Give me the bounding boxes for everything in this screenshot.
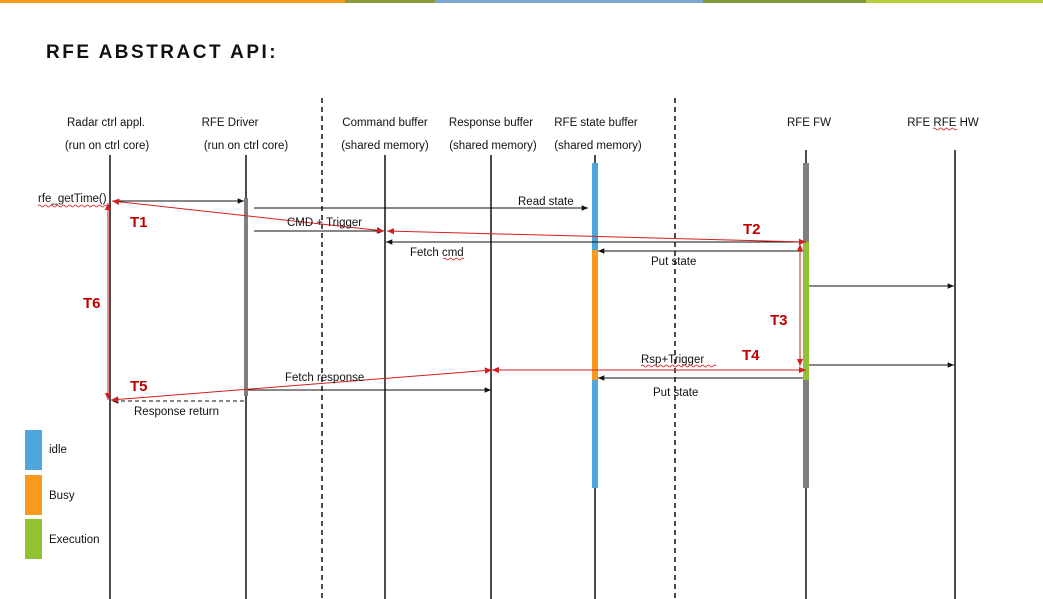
activation-bar-fw-execution	[803, 242, 809, 380]
timing-arrow-t1	[111, 198, 385, 234]
lane-header-rfe-hw: RFE RFE HW	[907, 117, 979, 129]
lane-subheader-response-buffer: (shared memory)	[449, 140, 537, 152]
timing-label-t5: T5	[130, 378, 148, 395]
label-response-return: Response return	[134, 406, 219, 418]
lane-subheader-command-buffer: (shared memory)	[341, 140, 429, 152]
lane-subheader-radar-ctrl: (run on ctrl core)	[65, 140, 150, 152]
lane-header-rfe-fw: RFE FW	[787, 117, 831, 129]
activation-bar-state-idle-2	[592, 380, 598, 488]
timing-label-t1: T1	[130, 214, 148, 231]
activation-bar-state-idle-1	[592, 163, 598, 250]
spellcheck-squiggles	[37, 127, 958, 368]
message-arrows	[112, 198, 954, 404]
header-stripe-segment	[435, 0, 703, 3]
legend-swatch-busy	[25, 475, 42, 515]
label-call: rfe_getTime()	[38, 193, 107, 205]
squiggle-fetch-cmd	[442, 257, 465, 261]
timing-labels: T1 T2 T3 T4 T5 T6	[83, 214, 788, 395]
legend-swatch-execution	[25, 519, 42, 559]
lane-subheader-rfe-driver: (run on ctrl core)	[204, 140, 289, 152]
header-stripe-segment	[866, 0, 1043, 3]
activation-bar-rfe-driver	[244, 198, 248, 396]
timing-label-t2: T2	[743, 221, 761, 238]
lane-headers: Radar ctrl appl. (run on ctrl core) RFE …	[65, 117, 979, 152]
activation-bars	[244, 163, 809, 488]
squiggle-rfe-hw	[932, 127, 958, 131]
lane-header-command-buffer: Command buffer	[342, 117, 428, 129]
label-rsp-trigger: Rsp+Trigger	[641, 354, 704, 366]
squiggle-call	[37, 204, 108, 208]
timing-arrows	[104, 198, 807, 403]
lifelines	[109, 150, 956, 599]
legend-label-execution: Execution	[49, 534, 100, 546]
label-fetch-response: Fetch response	[285, 372, 364, 384]
lane-subheader-rfe-state-buffer: (shared memory)	[554, 140, 642, 152]
header-stripe-segment	[345, 0, 435, 3]
timing-arrow-t2	[386, 227, 807, 246]
legend-swatch-idle	[25, 430, 42, 470]
header-stripe-segment	[703, 0, 866, 3]
lane-header-response-buffer: Response buffer	[449, 117, 533, 129]
legend-label-idle: idle	[49, 444, 67, 456]
activation-bar-state-busy	[592, 250, 598, 380]
label-read-state: Read state	[518, 196, 574, 208]
label-put-state-2: Put state	[653, 387, 698, 399]
timing-arrow-t5	[110, 367, 493, 403]
timing-label-t3: T3	[770, 312, 788, 329]
lane-header-rfe-state-buffer: RFE state buffer	[554, 117, 638, 129]
dashed-separators	[321, 98, 676, 599]
label-fetch-cmd: Fetch cmd	[410, 247, 464, 259]
header-stripe	[0, 0, 1043, 3]
label-put-state-1: Put state	[651, 256, 696, 268]
header-stripe-segment	[0, 0, 345, 3]
label-cmd-trigger: CMD + Trigger	[287, 217, 362, 229]
page-title: RFE ABSTRACT API:	[46, 42, 279, 63]
activation-bar-fw-idle-2	[803, 380, 809, 488]
legend-label-busy: Busy	[49, 490, 75, 502]
timing-label-t4: T4	[742, 347, 760, 364]
lane-header-rfe-driver: RFE Driver	[202, 117, 259, 129]
timing-label-t6: T6	[83, 295, 101, 312]
message-labels: rfe_getTime() Read state CMD + Trigger F…	[38, 193, 704, 418]
squiggle-rsp-trigger	[640, 364, 717, 368]
activation-bar-fw-idle-1	[803, 163, 809, 242]
lane-header-radar-ctrl: Radar ctrl appl.	[67, 117, 145, 129]
